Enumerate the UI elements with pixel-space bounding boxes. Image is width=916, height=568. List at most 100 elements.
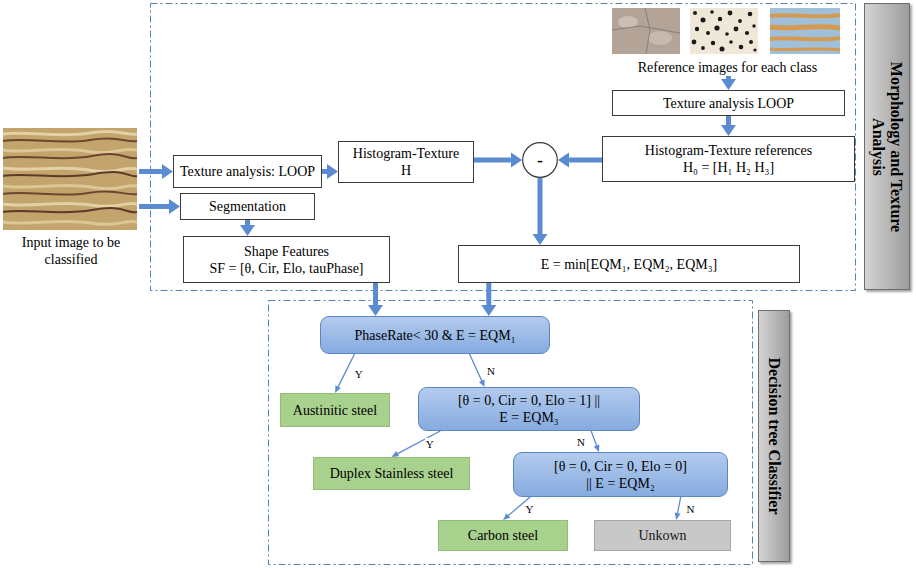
connector-arrow [470, 354, 485, 387]
connector-line [338, 354, 355, 388]
arrow-head [368, 305, 383, 316]
reference-micrograph [690, 8, 758, 54]
connector-arrow [240, 220, 255, 236]
connector-arrow [533, 178, 548, 245]
connector-arrow [474, 153, 522, 168]
connector-arrow [481, 283, 496, 316]
connector-arrow [392, 431, 441, 457]
class-box: Carbon steel [438, 520, 568, 551]
node-text: E = EQM₃ [499, 409, 558, 426]
connector-arrow [591, 431, 599, 452]
connector-line [373, 283, 378, 306]
branch-label: N [486, 365, 496, 377]
connector-arrow [322, 164, 338, 179]
branch-label: Y [425, 438, 435, 450]
subtract-circle: - [522, 142, 558, 178]
section-label: Morphology and Texture Analysis [864, 3, 910, 290]
connector-arrow [368, 283, 383, 316]
decision-box: PhaseRate< 30 & E = EQM₁ [320, 316, 550, 354]
node-text: H [401, 162, 411, 179]
unknown-box: Unkown [594, 520, 731, 551]
circle-outline [523, 143, 558, 178]
micrograph-image [3, 128, 137, 230]
arrow-head [503, 513, 510, 520]
connector-arrow [335, 354, 355, 393]
node-text: Histogram-Texture [353, 145, 459, 162]
node-text: Morphology and Texture Analysis [869, 42, 905, 252]
node-text: Austinitic steel [293, 402, 377, 419]
arrow-head [721, 125, 736, 136]
arrow-head [169, 199, 180, 214]
arrow-head [558, 153, 569, 168]
branch-label: Y [354, 368, 364, 380]
decision-box: [θ = 0, Cir = 0, Elo = 0]|| E = EQM₂ [513, 452, 728, 497]
node-text: SF = [θ, Cir, Elo, tauPhase] [209, 260, 363, 277]
connector-arrow [721, 116, 736, 136]
process-box: Shape FeaturesSF = [θ, Cir, Elo, tauPhas… [183, 236, 390, 283]
node-text: Texture analysis: LOOP [180, 163, 315, 180]
node-text: Reference images for each class [638, 59, 818, 76]
connector-line [474, 158, 512, 163]
reference-micrograph [770, 8, 840, 54]
node-text: Texture analysis LOOP [663, 95, 794, 112]
arrow-head [675, 513, 681, 520]
arrow-head [533, 234, 548, 245]
connector-line [568, 158, 602, 163]
connector-arrow [139, 199, 180, 214]
arrow-head [479, 379, 485, 387]
reference-images: Reference images for each class [605, 4, 850, 76]
node-text: Input image to be classified [3, 234, 139, 268]
node-text: Decision tree Classifier [765, 331, 783, 541]
branch-label: N [576, 436, 586, 448]
node-text: Unkown [638, 527, 686, 544]
class-box: Austinitic steel [280, 393, 390, 427]
arrow-head [327, 164, 338, 179]
node-text: Duplex Stainless steel [330, 465, 454, 482]
node-text: PhaseRate< 30 & E = EQM₁ [354, 327, 515, 344]
reference-micrograph [612, 8, 680, 54]
branch-label: N [685, 503, 695, 515]
connector-line [677, 497, 680, 514]
node-text: - [537, 151, 543, 169]
connector-arrow [139, 164, 173, 179]
node-text: Shape Features [244, 243, 329, 260]
connector-line [139, 204, 170, 209]
connector-line [591, 431, 597, 446]
node-text: E = min[EQM₁, EQM₂, EQM₃] [541, 256, 718, 273]
arrow-head [511, 153, 522, 168]
connector-line [726, 116, 731, 126]
section-label: Decision tree Classifier [758, 310, 790, 562]
arrow-head [721, 79, 736, 90]
node-text: H₀ = [H₁ H₂ H₃] [683, 159, 774, 176]
process-box: Histogram-Texture referencesH₀ = [H₁ H₂ … [602, 136, 855, 182]
process-box: Texture analysis: LOOP [173, 155, 322, 188]
connector-line [397, 431, 440, 454]
arrow-head [481, 305, 496, 316]
connector-line [538, 178, 543, 235]
arrow-head [162, 164, 173, 179]
process-box: Texture analysis LOOP [612, 90, 845, 116]
process-box: Histogram-TextureH [338, 141, 474, 183]
node-text: Carbon steel [468, 527, 538, 544]
connector-line [486, 283, 491, 306]
connector-line [470, 354, 483, 382]
node-text: || E = EQM₂ [586, 475, 655, 492]
section-region [151, 4, 856, 291]
connector-arrow [558, 153, 602, 168]
node-text: [θ = 0, Cir = 0, Elo = 1] || [458, 392, 600, 409]
arrow-head [240, 225, 255, 236]
process-box: Segmentation [180, 193, 315, 220]
class-box: Duplex Stainless steel [313, 457, 470, 490]
branch-label: Y [525, 503, 535, 515]
arrow-head [335, 385, 341, 393]
node-text: [θ = 0, Cir = 0, Elo = 0] [554, 458, 687, 475]
node-text: Segmentation [209, 198, 286, 215]
connector-arrow [721, 76, 736, 90]
arrow-head [594, 444, 600, 452]
input-image: Input image to be classified [3, 126, 139, 268]
decision-box: [θ = 0, Cir = 0, Elo = 1] ||E = EQM₃ [418, 387, 640, 431]
process-box: E = min[EQM₁, EQM₂, EQM₃] [458, 245, 800, 283]
section-region [269, 301, 753, 565]
connector-arrow [675, 497, 681, 520]
node-text: Histogram-Texture references [645, 142, 812, 159]
